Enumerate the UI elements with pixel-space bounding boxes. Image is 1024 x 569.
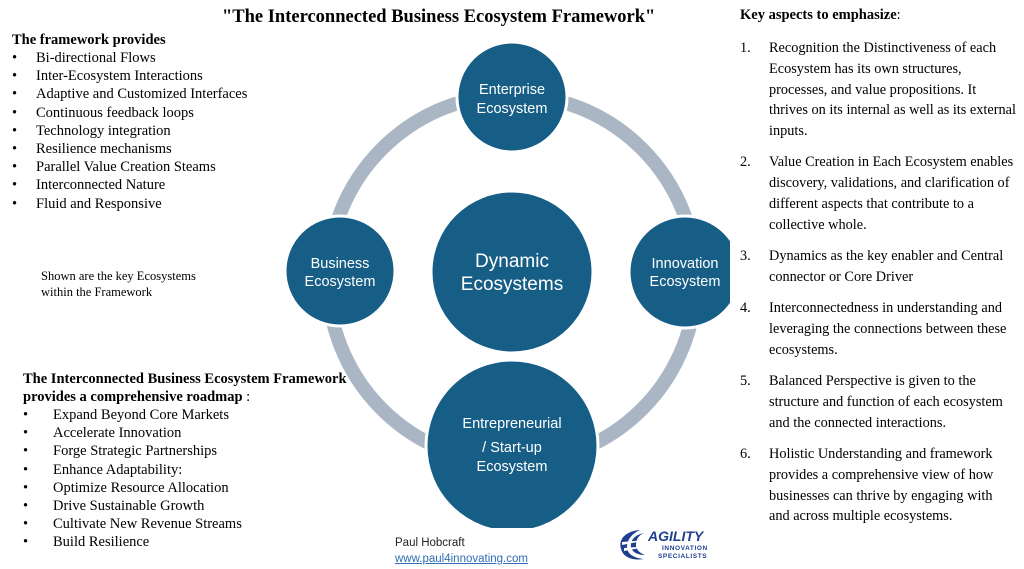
node-top: Enterprise Ecosystem bbox=[455, 40, 569, 154]
key-aspects-heading-text: Key aspects to emphasize bbox=[740, 7, 897, 23]
node-center-circle bbox=[429, 189, 595, 355]
key-aspects-section: Key aspects to emphasize: 1. Recognition … bbox=[740, 7, 1016, 538]
logo-line1: AGILITY bbox=[647, 528, 705, 544]
node-left-circle bbox=[283, 214, 397, 328]
list-item: Interconnected Nature bbox=[12, 176, 247, 194]
aspect-number: 2. bbox=[740, 154, 751, 171]
list-item: Enhance Adaptability: bbox=[23, 461, 373, 479]
node-right-line1: Innovation bbox=[652, 256, 719, 272]
swoosh-icon bbox=[620, 530, 650, 560]
list-item: Bi-directional Flows bbox=[12, 49, 247, 67]
framework-provides-section: The framework provides Bi-directional Fl… bbox=[12, 32, 247, 213]
node-bottom: Entrepreneurial / Start-up Ecosystem bbox=[424, 358, 600, 528]
page-title: "The Interconnected Business Ecosystem F… bbox=[222, 7, 656, 27]
aspect-number: 1. bbox=[740, 40, 751, 56]
node-left-line1: Business bbox=[311, 256, 370, 272]
roadmap-heading: The Interconnected Business Ecosystem Fr… bbox=[23, 370, 373, 406]
node-left-line2: Ecosystem bbox=[305, 274, 376, 290]
node-left: Business Ecosystem bbox=[283, 214, 397, 328]
aspect-text: Balanced Perspective is given to the str… bbox=[769, 373, 1003, 431]
agility-logo: AGILITY INNOVATION SPECIALISTS bbox=[620, 528, 708, 560]
list-item: Technology integration bbox=[12, 122, 247, 140]
aspect-text: Holistic Understanding and framework pro… bbox=[769, 446, 994, 525]
list-item: Resilience mechanisms bbox=[12, 140, 247, 158]
node-bottom-circle bbox=[424, 358, 600, 528]
list-item: Fluid and Responsive bbox=[12, 195, 247, 213]
node-right-circle bbox=[627, 214, 730, 330]
aspect-number: 6. bbox=[740, 446, 751, 463]
key-aspects-heading: Key aspects to emphasize: bbox=[740, 7, 1016, 24]
node-bottom-line2: / Start-up bbox=[482, 440, 542, 456]
list-item: Expand Beyond Core Markets bbox=[23, 406, 373, 424]
author-url-link[interactable]: www.paul4innovating.com bbox=[395, 553, 528, 565]
author-name: Paul Hobcraft bbox=[395, 537, 465, 549]
list-item: Parallel Value Creation Steams bbox=[12, 158, 247, 176]
key-aspects-heading-colon: : bbox=[896, 7, 901, 23]
ecosystems-caption: Shown are the key Ecosystems within the … bbox=[41, 269, 196, 299]
node-bottom-line3: Ecosystem bbox=[477, 459, 548, 475]
roadmap-section: The Interconnected Business Ecosystem Fr… bbox=[23, 370, 373, 552]
list-item: Forge Strategic Partnerships bbox=[23, 442, 373, 460]
list-item: 6. Holistic Understanding and framework p… bbox=[740, 444, 1016, 527]
logo-line2: INNOVATION bbox=[662, 545, 708, 552]
node-center-line2: Ecosystems bbox=[461, 274, 563, 295]
aspect-number: 3. bbox=[740, 248, 751, 265]
aspect-number: 5. bbox=[740, 373, 751, 390]
node-top-line1: Enterprise bbox=[479, 82, 545, 98]
ecosystem-diagram: Enterprise Ecosystem Business Ecosystem … bbox=[283, 40, 730, 528]
node-top-circle bbox=[455, 40, 569, 154]
key-aspects-list: 1. Recognition the Distinctiveness of eac… bbox=[740, 38, 1016, 527]
list-item: 4. Interconnectedness in understanding an… bbox=[740, 298, 1016, 360]
list-item: 2. Value Creation in Each Ecosystem enabl… bbox=[740, 152, 1016, 235]
list-item: 5. Balanced Perspective is given to the s… bbox=[740, 371, 1016, 433]
list-item: Optimize Resource Allocation bbox=[23, 479, 373, 497]
list-item: 1. Recognition the Distinctiveness of eac… bbox=[740, 38, 1016, 142]
aspect-text: Dynamics as the key enabler and Central … bbox=[769, 248, 1004, 285]
list-item: Drive Sustainable Growth bbox=[23, 497, 373, 515]
list-item: Inter-Ecosystem Interactions bbox=[12, 67, 247, 85]
node-right: Innovation Ecosystem bbox=[627, 214, 730, 330]
list-item: Cultivate New Revenue Streams bbox=[23, 515, 373, 533]
roadmap-heading-suffix: : bbox=[242, 389, 251, 405]
aspect-text: Interconnectedness in understanding and … bbox=[769, 300, 1007, 358]
node-top-line2: Ecosystem bbox=[477, 101, 548, 117]
list-item: Adaptive and Customized Interfaces bbox=[12, 85, 247, 103]
framework-provides-list: Bi-directional Flows Inter-Ecosystem Int… bbox=[12, 49, 247, 213]
aspect-number: 4. bbox=[740, 300, 751, 317]
node-center: Dynamic Ecosystems bbox=[429, 189, 595, 355]
list-item: Continuous feedback loops bbox=[12, 104, 247, 122]
framework-provides-heading: The framework provides bbox=[12, 32, 166, 48]
aspect-text: Value Creation in Each Ecosystem enables… bbox=[769, 154, 1014, 233]
node-center-line1: Dynamic bbox=[475, 251, 549, 272]
aspect-text: Recognition the Distinctiveness of each … bbox=[769, 40, 1016, 140]
author-block: Paul Hobcraft www.paul4innovating.com bbox=[395, 535, 528, 567]
roadmap-list: Expand Beyond Core Markets Accelerate In… bbox=[23, 406, 373, 552]
logo-line3: SPECIALISTS bbox=[658, 553, 707, 560]
node-right-line2: Ecosystem bbox=[650, 274, 721, 290]
roadmap-heading-text: The Interconnected Business Ecosystem Fr… bbox=[23, 371, 347, 405]
list-item: Build Resilience bbox=[23, 533, 373, 551]
list-item: 3. Dynamics as the key enabler and Centra… bbox=[740, 246, 1016, 288]
list-item: Accelerate Innovation bbox=[23, 424, 373, 442]
node-bottom-line1: Entrepreneurial bbox=[462, 416, 561, 432]
